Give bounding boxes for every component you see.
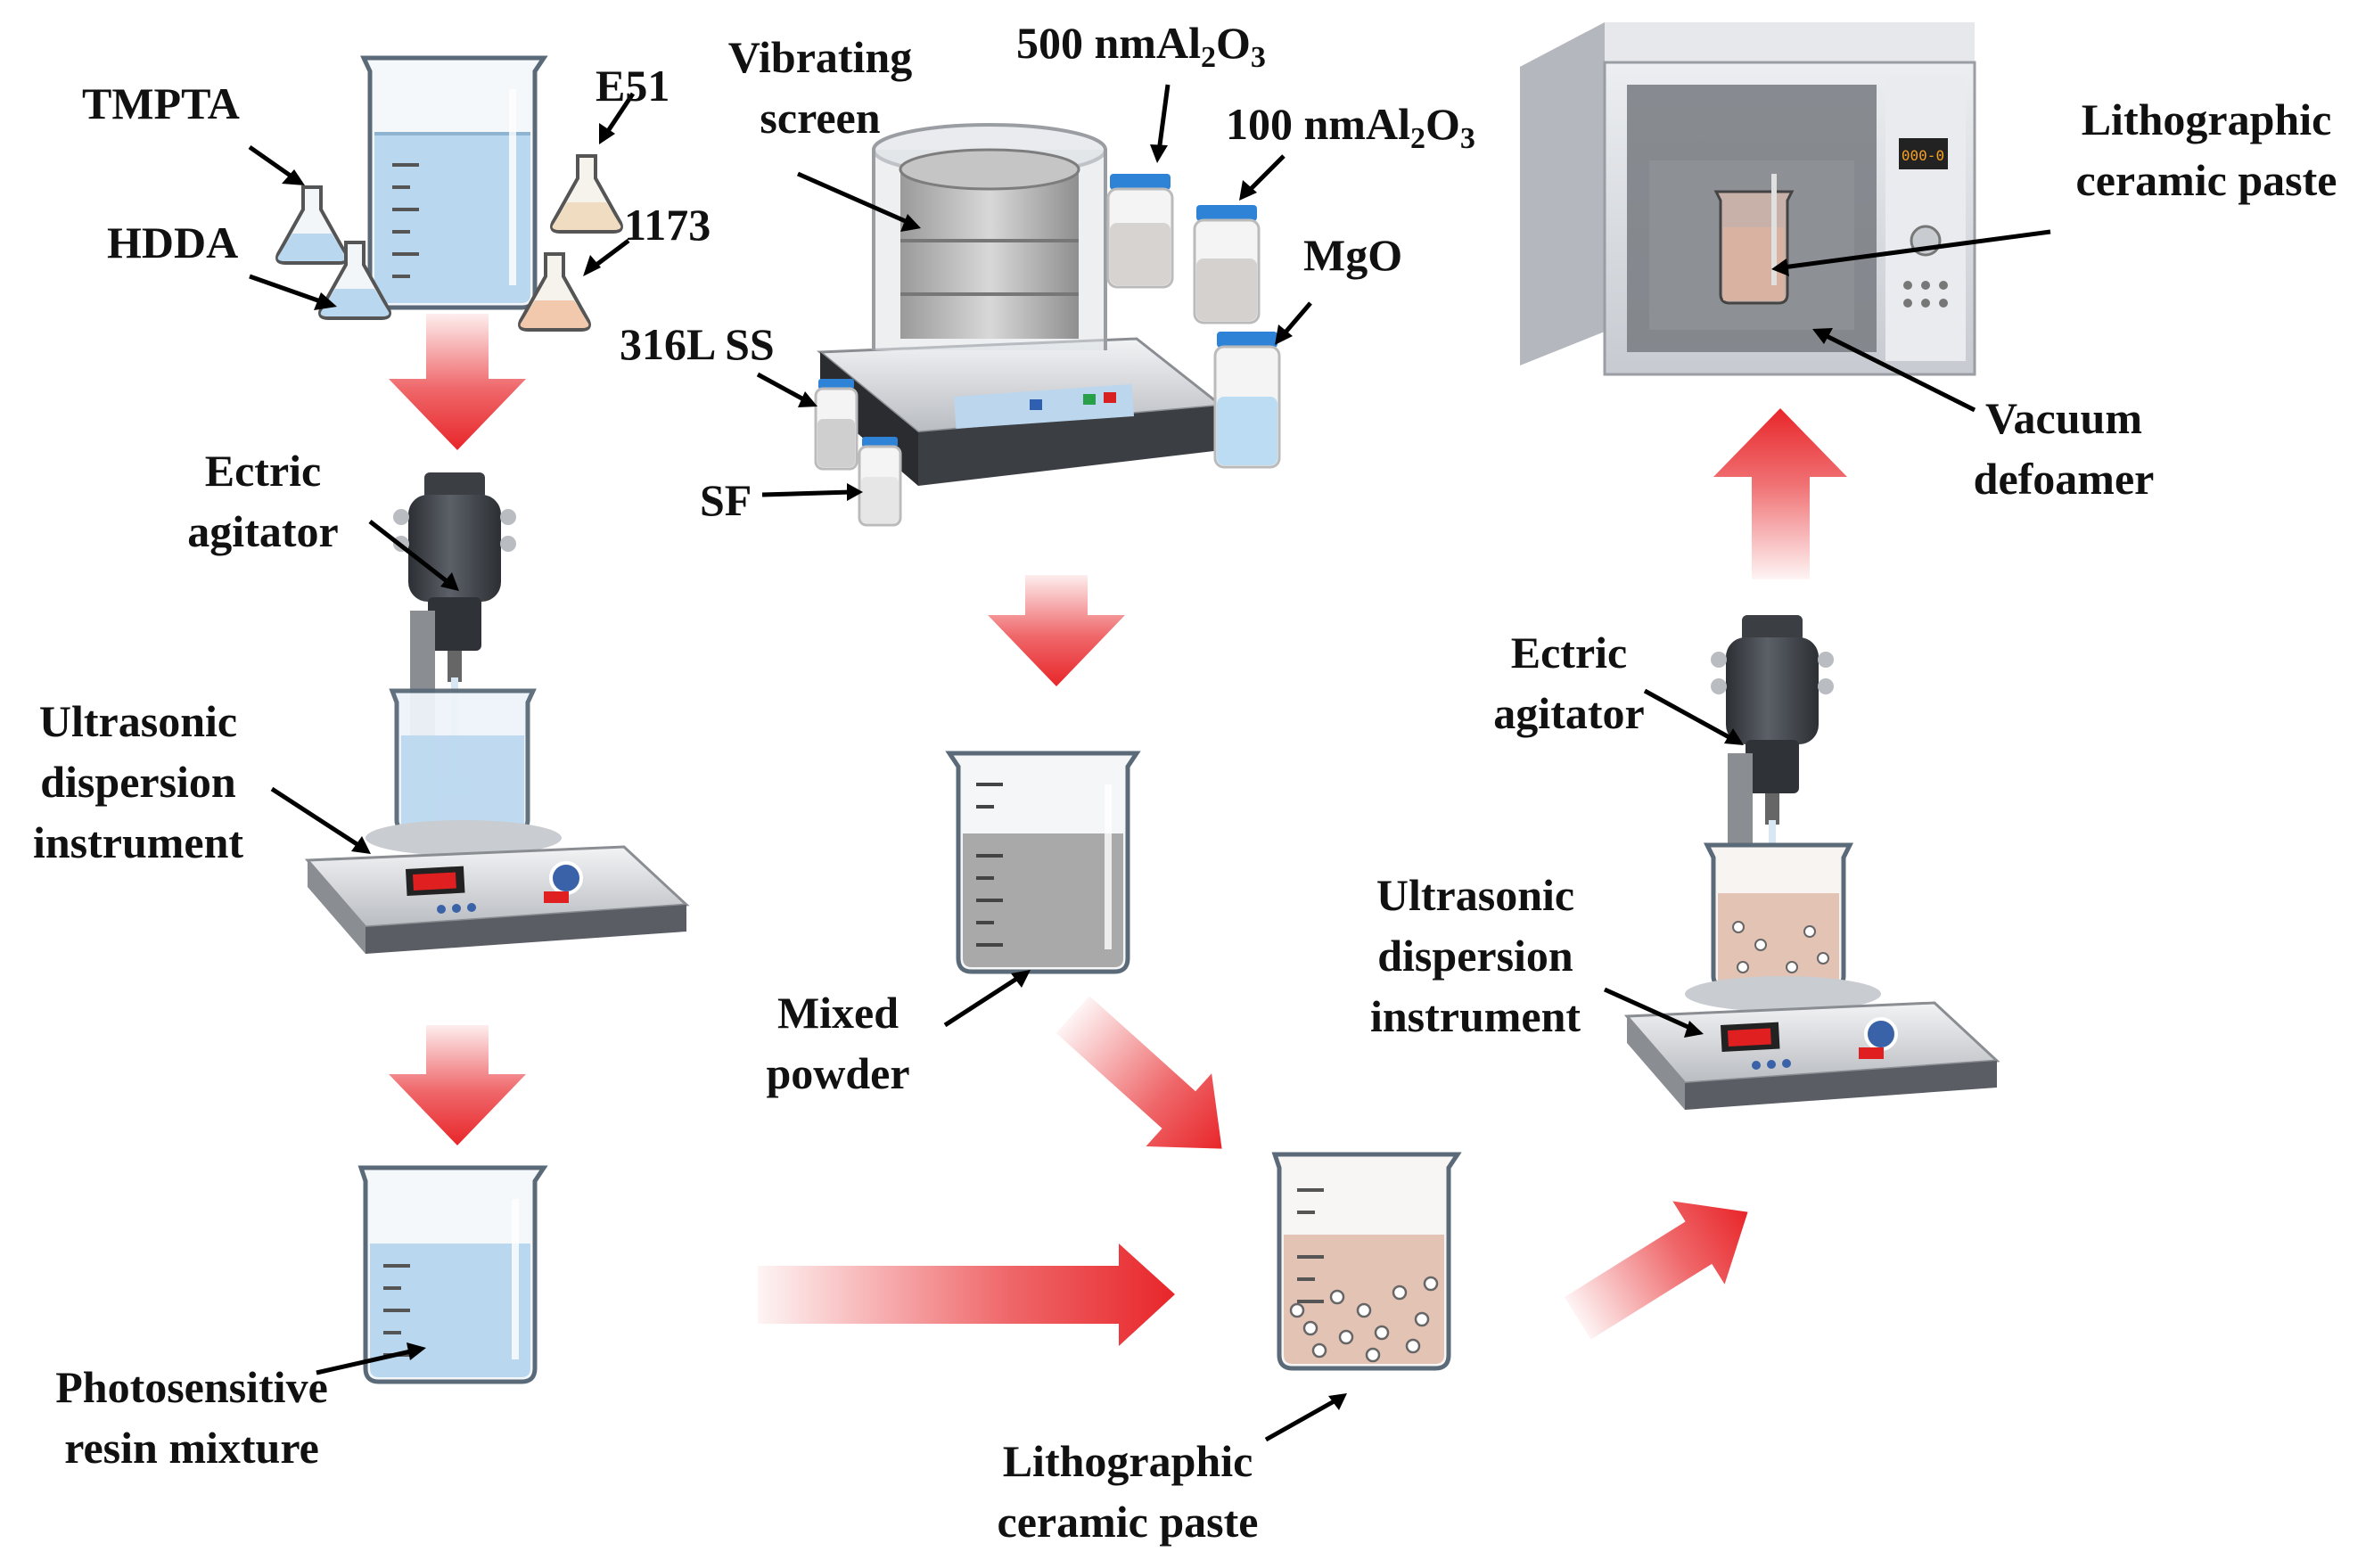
agitator-beaker — [389, 688, 537, 832]
beaker-icon — [945, 751, 1141, 974]
ultrasonic-dispersion-icon — [1623, 976, 2000, 1110]
flask-icon — [318, 241, 391, 320]
ultrasonic-left-label-line2: dispersion — [40, 757, 236, 807]
ss316l-label: 316L SS — [620, 319, 775, 369]
beaker-icon — [357, 1165, 548, 1384]
ultrasonic-dispersion-icon — [304, 820, 690, 954]
mgo-label: MgO — [1303, 230, 1403, 280]
agitator-left-label-line2: agitator — [187, 506, 339, 556]
vacuum-defoamer-label: Vacuum defoamer — [1943, 388, 2184, 509]
vibrating-screen-label-line2: screen — [760, 93, 881, 143]
leader-arrows — [248, 84, 2051, 1442]
al2o3-500-label: 500 nmAl2O3 — [1016, 12, 1266, 73]
flow-arrows — [389, 314, 1847, 1346]
vacuum-defoamer-label-line1: Vacuum — [1985, 393, 2142, 443]
vibrating-screen-label: Vibrating screen — [695, 27, 945, 148]
al2o3-500-sub2: 2 — [1200, 41, 1216, 74]
vacuum-defoamer-icon: 000-0 — [1520, 22, 1976, 376]
ultrasonic-right-label-line2: dispersion — [1377, 931, 1573, 981]
al2o3-100-sub2: 2 — [1409, 122, 1425, 155]
flask-icon — [550, 154, 623, 234]
hdda-label: HDDA — [107, 218, 239, 267]
flask-icon — [275, 185, 349, 265]
agitator-left-label-line1: Ectric — [204, 446, 322, 496]
flow-arrow-icon — [389, 1025, 526, 1145]
photosensitive-resin-label-line1: Photosensitive — [55, 1362, 328, 1412]
flask-icon — [518, 252, 591, 332]
leader-arrowheads — [282, 123, 1833, 1410]
ultrasonic-right-label-line3: instrument — [1369, 991, 1581, 1041]
flow-arrow-icon — [389, 314, 526, 450]
sf-label: SF — [700, 475, 752, 525]
flow-arrow-icon — [1713, 408, 1847, 579]
agitator-beaker — [1703, 842, 1854, 988]
ultrasonic-right-label: Ultrasonic dispersion instrument — [1346, 865, 1605, 1047]
photosensitive-resin-label: Photosensitive resin mixture — [22, 1357, 361, 1478]
powder-bottle-icon — [1193, 205, 1261, 324]
lithographic-paste-top-label-line2: ceramic paste — [2075, 155, 2337, 205]
flow-arrow-icon — [1564, 1201, 1748, 1340]
mixed-powder-label-line1: Mixed — [776, 988, 899, 1038]
photosensitive-resin-label-line2: resin mixture — [64, 1423, 319, 1473]
agitator-right-label-line2: agitator — [1493, 688, 1645, 738]
lithographic-paste-bottom-label-line1: Lithographic — [1002, 1436, 1253, 1486]
al2o3-100-o: O — [1425, 99, 1460, 149]
powder-bottle-icon — [814, 379, 858, 471]
mixed-powder-label-line2: powder — [766, 1048, 910, 1098]
al2o3-100-label: 100 nmAl2O3 — [1226, 94, 1475, 154]
al2o3-100-sub3: 3 — [1459, 122, 1475, 155]
vibrating-screen-icon — [817, 123, 1225, 486]
lithographic-paste-top-label: Lithographic ceramic paste — [2046, 89, 2367, 210]
flow-arrow-icon — [988, 575, 1125, 686]
ultrasonic-left-label: Ultrasonic dispersion instrument — [9, 691, 267, 873]
resin-beaker — [360, 55, 548, 310]
lithographic-paste-bottom-label: Lithographic ceramic paste — [967, 1431, 1288, 1552]
e51-label: E51 — [596, 61, 670, 111]
mixed-powder-label: Mixed powder — [740, 982, 936, 1104]
al2o3-500-prefix: 500 nmAl — [1016, 18, 1201, 68]
ultrasonic-left-label-line1: Ultrasonic — [38, 696, 238, 746]
vibrating-screen-label-line1: Vibrating — [727, 32, 913, 82]
agitator-right-label: Ectric agitator — [1462, 622, 1676, 743]
lithographic-paste-bottom-label-line2: ceramic paste — [997, 1497, 1259, 1547]
vacuum-defoamer-label-line2: defoamer — [1973, 454, 2155, 504]
ultrasonic-right-label-line1: Ultrasonic — [1376, 870, 1575, 920]
beaker-icon — [1271, 1152, 1462, 1371]
flow-arrow-icon — [758, 1244, 1175, 1346]
al2o3-500-o: O — [1215, 18, 1251, 68]
lithographic-paste-top-label-line1: Lithographic — [2081, 94, 2332, 144]
ultrasonic-left-label-line3: instrument — [32, 817, 244, 867]
al2o3-500-sub3: 3 — [1250, 41, 1266, 74]
n1173-label: 1173 — [624, 200, 711, 250]
powder-bottle-icon — [1106, 174, 1174, 289]
powder-bottle-icon — [1213, 332, 1281, 469]
agitator-right-label-line1: Ectric — [1510, 628, 1628, 677]
powder-bottle-icon — [858, 437, 902, 527]
flow-arrow-icon — [1056, 996, 1222, 1149]
tmpta-label: TMPTA — [82, 78, 240, 128]
al2o3-100-prefix: 100 nmAl — [1226, 99, 1410, 149]
agitator-left-label: Ectric agitator — [152, 440, 374, 562]
oven-display: 000-0 — [1902, 147, 1944, 164]
